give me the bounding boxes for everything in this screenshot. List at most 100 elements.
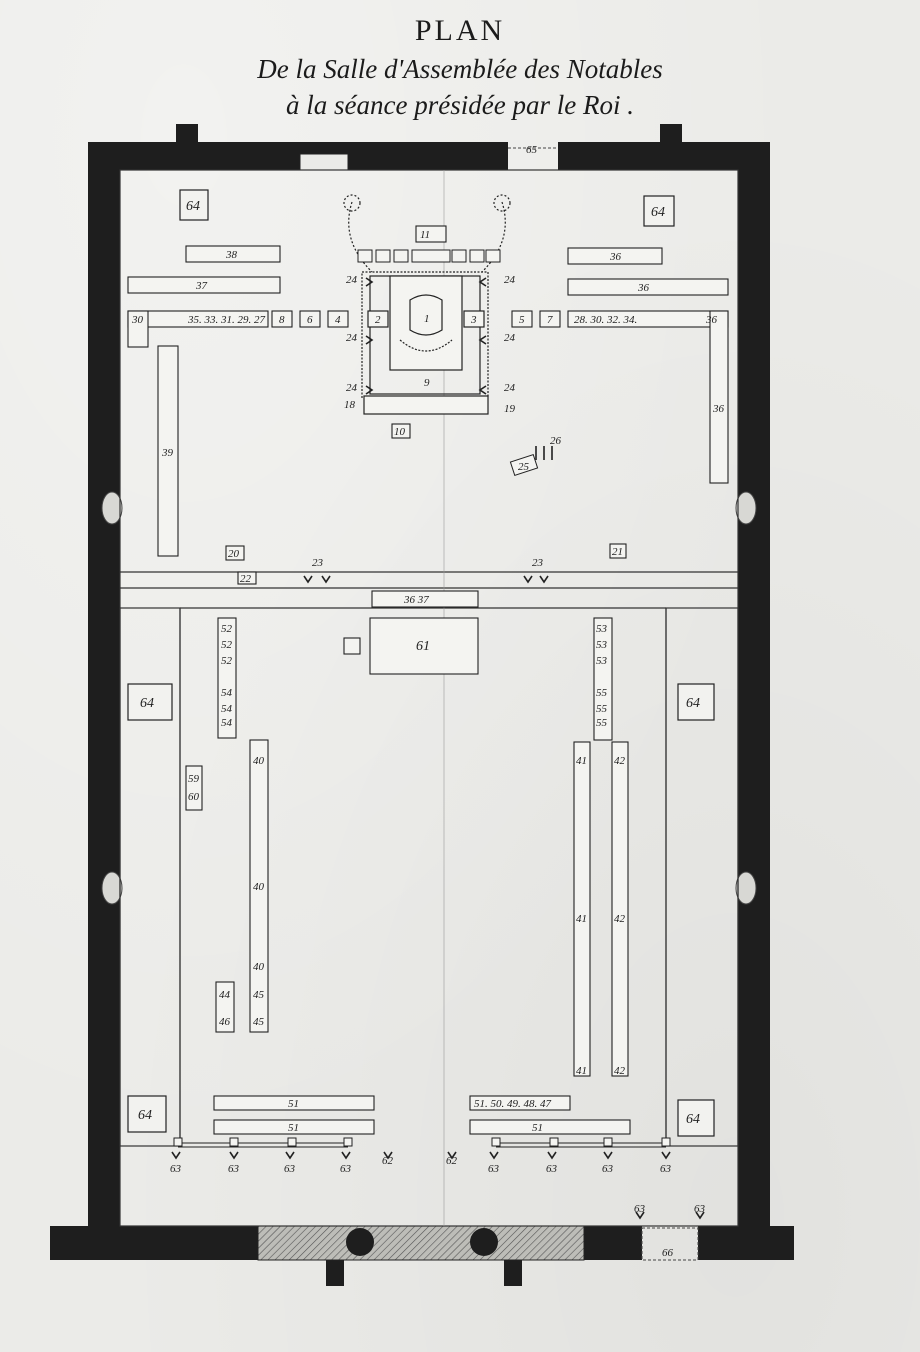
- label-1: 1: [424, 313, 430, 325]
- wall-niches: [101, 491, 757, 905]
- seat-35: [343, 637, 361, 655]
- label-36-b: 36: [637, 282, 650, 294]
- bench-51-left-upper: [213, 1095, 375, 1111]
- label-36-e: 36: [712, 403, 725, 415]
- plan-subtitle-line-1: De la Salle d'Assemblée des Notables: [257, 54, 663, 84]
- label-63-4: 63: [340, 1163, 352, 1175]
- wall-bottom-mid: [582, 1226, 642, 1260]
- bench-40: [249, 739, 269, 1033]
- seat-6: [299, 310, 321, 328]
- throne-dais: [343, 194, 511, 415]
- label-63-8: 63: [660, 1163, 672, 1175]
- pillar-64-mid-right: [677, 683, 715, 721]
- label-40-a: 40: [253, 755, 265, 767]
- canopy-left-swag: [348, 201, 373, 273]
- throne-top-seats: [357, 249, 501, 263]
- plan-title: PLAN: [414, 14, 506, 47]
- label-7: 7: [547, 314, 553, 326]
- benches-lower: [185, 590, 631, 1135]
- label-40-c: 40: [253, 961, 265, 973]
- bench-51-left-lower: [213, 1119, 375, 1135]
- pillar-64-bottom-left: [127, 1095, 167, 1133]
- label-18: 18: [344, 399, 356, 411]
- bench-44-46: [215, 981, 235, 1033]
- top-doorway: [299, 153, 349, 171]
- label-63-6: 63: [546, 1163, 558, 1175]
- buttress-top-left: [176, 124, 198, 144]
- label-4: 4: [335, 314, 341, 326]
- seat-13: [451, 249, 467, 263]
- wall-bottom-right: [698, 1226, 794, 1260]
- label-64-mid-right: 64: [686, 696, 700, 711]
- label-39: 39: [161, 447, 174, 459]
- seat-16: [357, 249, 373, 263]
- seat-22: [237, 571, 257, 585]
- right-side-gallery: [665, 607, 739, 1147]
- guard-markers: [171, 277, 705, 1220]
- label-23-r: 23: [532, 557, 544, 569]
- seat-10: [391, 423, 411, 439]
- label-45-a: 45: [253, 989, 265, 1001]
- doorway-66: [641, 1227, 699, 1261]
- label-2: 2: [375, 314, 381, 326]
- label-63-1: 63: [170, 1163, 182, 1175]
- label-40-b: 40: [253, 881, 265, 893]
- label-42-c: 42: [614, 1065, 626, 1077]
- label-66: 66: [662, 1247, 674, 1259]
- seat-14: [375, 249, 391, 263]
- bench-39: [157, 345, 179, 557]
- balustrade: [173, 1137, 671, 1148]
- label-63-9: 63: [634, 1203, 646, 1215]
- niche-right-upper: [735, 491, 757, 525]
- label-26: 26: [550, 435, 562, 447]
- bench-36-right-upper: [567, 247, 663, 265]
- left-side-gallery: [119, 607, 181, 1147]
- throne-steps: [363, 395, 489, 415]
- pillars-64: [127, 189, 715, 1137]
- label-52-c: 52: [221, 655, 233, 667]
- label-52-a: 52: [221, 623, 233, 635]
- label-64-top-left: 64: [186, 199, 200, 214]
- label-row-bottom: 51. 50. 49. 48. 47: [474, 1098, 552, 1110]
- label-24-l2: 24: [346, 332, 358, 344]
- label-55-c: 55: [596, 717, 608, 729]
- label-54-c: 54: [221, 717, 233, 729]
- label-52-b: 52: [221, 639, 233, 651]
- label-44: 44: [219, 989, 231, 1001]
- label-63-7: 63: [602, 1163, 614, 1175]
- bench-53-55: [593, 617, 613, 741]
- label-24-r1: 24: [504, 274, 516, 286]
- seat-3: [463, 310, 485, 328]
- bench-37-left: [127, 276, 281, 294]
- label-10: 10: [394, 426, 406, 438]
- label-41-c: 41: [576, 1065, 587, 1077]
- label-64-bottom-right: 64: [686, 1112, 700, 1127]
- wall-right: [738, 142, 770, 1240]
- label-24-l3: 24: [346, 382, 358, 394]
- outer-walls: [50, 124, 794, 1286]
- buttress-top-right: [660, 124, 682, 144]
- buttress-bottom-right: [504, 1258, 522, 1286]
- wall-top-left: [88, 142, 508, 170]
- label-60: 60: [188, 791, 200, 803]
- label-36-a: 36: [609, 251, 622, 263]
- label-42-a: 42: [614, 755, 626, 767]
- label-20: 20: [228, 548, 240, 560]
- label-row-right: 28. 30. 32. 34.: [574, 314, 637, 326]
- label-59: 59: [188, 773, 200, 785]
- label-19: 19: [504, 403, 516, 415]
- table-25: [509, 454, 539, 476]
- column-right: [470, 1228, 498, 1256]
- bench-41: [573, 741, 591, 1077]
- bench-row-bottom-right: [469, 1095, 571, 1111]
- label-41-b: 41: [576, 913, 587, 925]
- label-38: 38: [225, 249, 238, 261]
- seat-5: [511, 310, 533, 328]
- bench-51-right-lower: [469, 1119, 631, 1135]
- bar-36-37: [371, 590, 479, 608]
- seat-17: [485, 249, 501, 263]
- label-11: 11: [420, 229, 430, 241]
- seat-15: [469, 249, 485, 263]
- pillar-64-top-right: [643, 195, 675, 227]
